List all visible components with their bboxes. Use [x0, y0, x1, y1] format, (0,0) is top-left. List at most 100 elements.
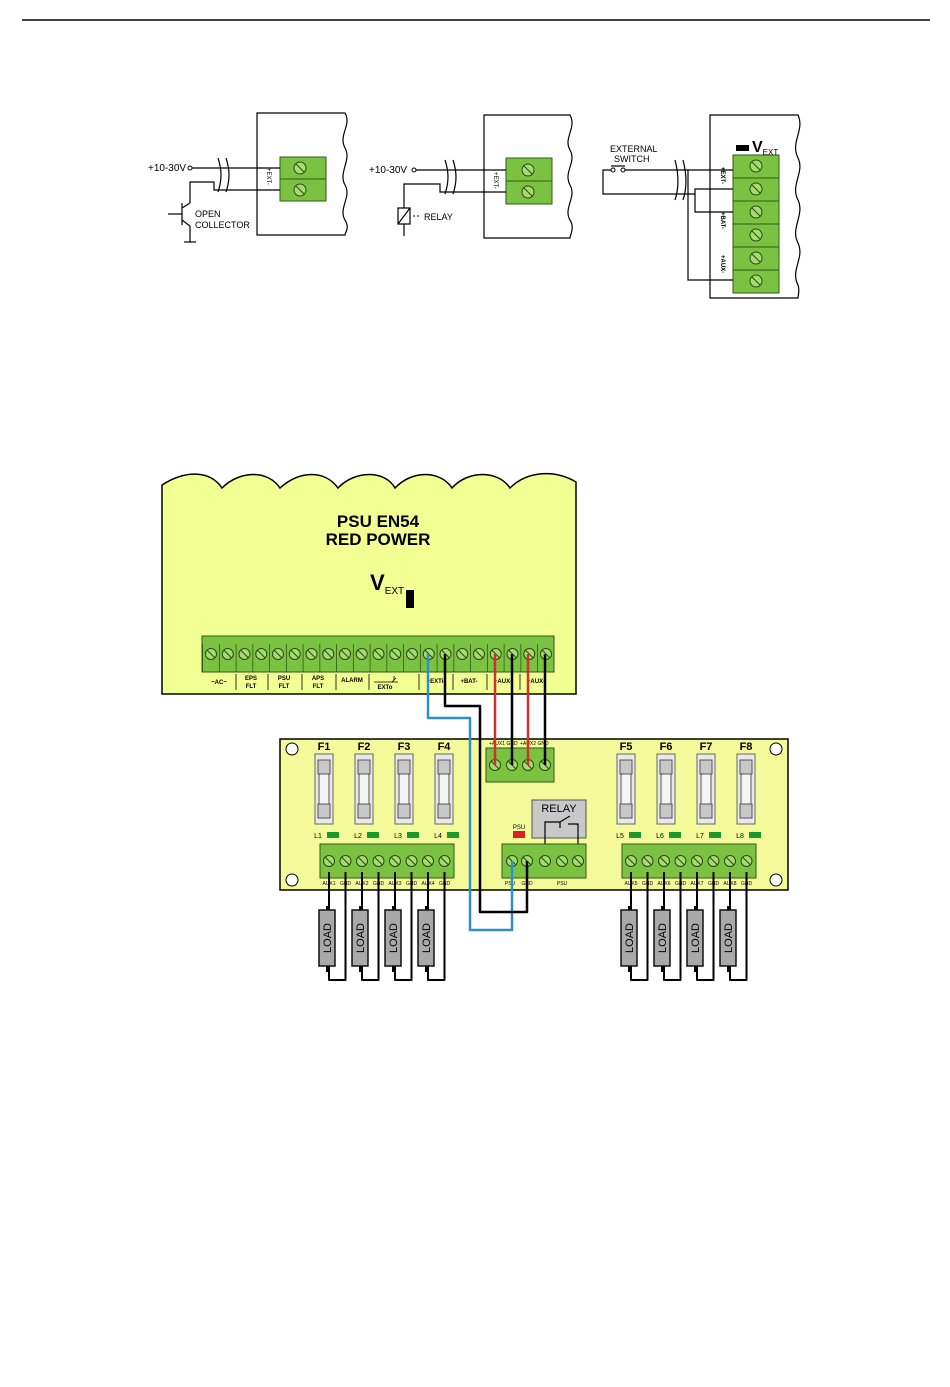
led-label: L7 — [696, 833, 704, 840]
psu-led-label: PSU — [513, 825, 525, 831]
bat-terminal-label: +BAT- — [719, 212, 725, 229]
vext-label: VEXT — [752, 139, 778, 157]
ext-terminal-label: +EXT- — [719, 167, 725, 184]
load-label: LOAD — [723, 923, 735, 953]
fuse-label: F4 — [438, 741, 452, 753]
device-outline — [709, 114, 801, 299]
terminal-label: +EXT- — [265, 168, 271, 185]
led-indicator — [669, 832, 681, 838]
ext-terminal-block — [505, 157, 553, 205]
led-4: L4 — [434, 832, 459, 840]
switch-icon — [610, 165, 626, 173]
led-6: L6 — [656, 832, 681, 840]
terminal-label: +EXT- — [492, 172, 498, 189]
load-circuit: LOAD — [384, 872, 413, 981]
voltage-label: +10-30V — [369, 165, 407, 176]
fuse-label: F3 — [398, 741, 411, 753]
mounting-hole — [769, 742, 783, 756]
mounting-hole — [285, 742, 299, 756]
cable-break-icon — [674, 159, 687, 201]
load-circuit: LOAD — [653, 872, 682, 981]
transistor-icon — [168, 202, 196, 243]
fuse-4: F4 — [434, 741, 454, 825]
relay-contact-icon — [544, 815, 579, 845]
diagram-relay: +EXT- +10-30V RELAY — [369, 114, 573, 239]
aux2-label: +AUX- — [527, 679, 545, 685]
black-wire-exti-minus — [443, 654, 529, 914]
psu-status-led — [513, 831, 525, 838]
load-label: LOAD — [355, 923, 367, 953]
led-label: L2 — [354, 833, 362, 840]
load-circuit: LOAD — [351, 872, 380, 981]
fuse-8: F8 — [736, 741, 756, 825]
led-label: L3 — [394, 833, 402, 840]
led-2: L2 — [354, 832, 379, 840]
alarm-label: ALARM — [341, 678, 363, 684]
fuse-3: F3 — [394, 741, 414, 825]
led-label: L8 — [736, 833, 744, 840]
voltage-label: +10-30V — [148, 163, 186, 174]
fuse-label: F7 — [700, 741, 713, 753]
load-circuit: LOAD — [719, 872, 748, 981]
vext-jumper-icon — [406, 590, 414, 608]
aux1-label: +AUX- — [494, 679, 512, 685]
led-1: L1 — [314, 832, 339, 840]
led-label: L5 — [616, 833, 624, 840]
fuse-label: F6 — [660, 741, 673, 753]
load-label: LOAD — [657, 923, 669, 953]
fuse-label: F1 — [318, 741, 331, 753]
fuse-label: F5 — [620, 741, 633, 753]
device-outline — [256, 112, 348, 236]
led-indicator — [327, 832, 339, 838]
led-7: L7 — [696, 832, 721, 840]
load-circuit: LOAD — [417, 872, 446, 981]
fuse-2: F2 — [354, 741, 374, 825]
aux-input-terminal-block — [485, 747, 555, 783]
relay-module: RELAY — [531, 799, 587, 845]
input-gnd2-label: GND — [537, 741, 549, 747]
led-label: L1 — [314, 833, 322, 840]
relay-contact-icon — [397, 204, 420, 236]
fuse-5: F5 — [616, 741, 636, 825]
mounting-hole — [285, 873, 299, 887]
led-indicator — [749, 832, 761, 838]
mounting-hole — [769, 873, 783, 887]
device-outline — [483, 114, 573, 239]
aux-terminal-label: +AUX- — [719, 255, 725, 273]
bat-label: +BAT- — [460, 679, 477, 685]
cable-break-icon — [217, 157, 230, 193]
led-8: L8 — [736, 832, 761, 840]
blue-wire-exti-plus — [426, 654, 514, 932]
exti-label: +EXTi- — [427, 679, 446, 685]
load-label: LOAD — [388, 923, 400, 953]
psu-label-dividers — [235, 674, 521, 690]
relay-label: RELAY — [541, 803, 577, 815]
load-circuit: LOAD — [620, 872, 649, 981]
led-indicator — [407, 832, 419, 838]
led-indicator — [709, 832, 721, 838]
psu-title-line1: PSU EN54 — [337, 512, 420, 531]
right-output-terminal-block — [621, 843, 757, 879]
ac-label: ~AC~ — [211, 680, 227, 686]
cable-break-icon — [444, 159, 457, 195]
input-aux1-label: +AUX1 — [489, 741, 505, 747]
relay-label: RELAY — [424, 212, 453, 222]
fuse-label: F2 — [358, 741, 371, 753]
led-indicator — [367, 832, 379, 838]
fuse-6: F6 — [656, 741, 676, 825]
psu-relay-label: PSU — [557, 881, 568, 887]
wiring — [426, 654, 547, 932]
led-3: L3 — [394, 832, 419, 840]
fuse-1: F1 — [314, 741, 334, 825]
